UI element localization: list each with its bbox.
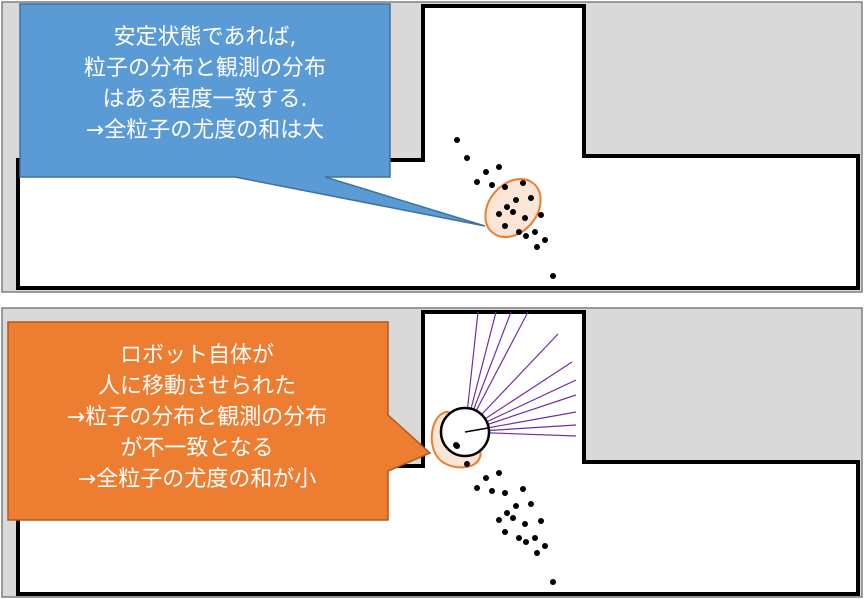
bottom-panel	[1, 307, 863, 598]
particle-dot	[534, 244, 540, 250]
particle-dot	[502, 184, 508, 190]
bottom-callout-shape	[7, 321, 432, 521]
particle-dot	[513, 197, 519, 203]
top-callout-text: 安定状態であれば, 粒子の分布と観測の分布 はある程度一致する. →全粒子の尤度…	[22, 22, 388, 146]
particle-dot	[453, 442, 459, 448]
particle-dot	[550, 273, 556, 279]
robot-heading-indicator	[464, 427, 489, 433]
particle-dot	[489, 182, 495, 188]
bottom-callout-text: ロボット自体が 人に移動させられた →粒子の分布と観測の分布 が不一致となる →…	[8, 340, 386, 495]
particle-dot	[510, 515, 516, 521]
bottom-callout-line-1: ロボット自体が	[119, 343, 274, 368]
top-callout-line-3: はある程度一致する.	[102, 87, 308, 112]
particle-dot	[538, 212, 544, 218]
particle-dot	[532, 535, 538, 541]
particle-dot	[483, 169, 489, 175]
particle-dot	[550, 579, 556, 585]
particle-dot	[528, 501, 534, 507]
particle-dot	[522, 215, 528, 221]
particle-dot	[464, 155, 470, 161]
bottom-callout-line-3: →粒子の分布と観測の分布	[66, 405, 328, 430]
particle-dot	[532, 229, 538, 235]
particle-dot	[496, 517, 502, 523]
particle-dot	[502, 223, 508, 229]
top-callout-line-4: →全粒子の尤度の和は大	[85, 118, 325, 143]
particle-dot	[483, 475, 489, 481]
top-panel	[1, 1, 863, 293]
bottom-callout-line-4: が不一致となる	[120, 436, 274, 461]
particle-dot	[534, 550, 540, 556]
particle-dot	[522, 521, 528, 527]
top-particles	[454, 137, 556, 279]
bottom-callout-line-5: →全粒子の尤度の和が小	[77, 467, 317, 492]
particle-dot	[528, 195, 534, 201]
particle-dot	[542, 543, 548, 549]
particle-dot	[474, 485, 480, 491]
particle-dot	[474, 179, 480, 185]
top-callout-line-2: 粒子の分布と観測の分布	[83, 56, 326, 81]
particle-dot	[454, 137, 460, 143]
particle-dot	[516, 535, 522, 541]
particle-dot	[513, 503, 519, 509]
particle-dot	[502, 490, 508, 496]
particle-dot	[538, 518, 544, 524]
particle-dot	[516, 229, 522, 235]
particle-dot	[489, 488, 495, 494]
top-callout-shape	[19, 3, 486, 227]
bottom-particles	[453, 442, 556, 585]
particle-dot	[502, 529, 508, 535]
particle-dot	[504, 510, 510, 516]
particle-dot	[496, 211, 502, 217]
particle-dot	[520, 486, 526, 492]
particle-dot	[542, 237, 548, 243]
top-callout-line-1: 安定状態であれば,	[113, 25, 297, 50]
top-observation-ellipse	[484, 178, 542, 238]
particle-dot	[523, 539, 529, 545]
particle-dot	[523, 233, 529, 239]
particle-dot	[510, 209, 516, 215]
bottom-callout-line-2: 人に移動させられた	[97, 374, 296, 399]
particle-dot	[504, 204, 510, 210]
particle-dot	[520, 180, 526, 186]
particle-dot	[464, 461, 470, 467]
particle-dot	[496, 470, 502, 476]
particle-dot	[496, 164, 502, 170]
